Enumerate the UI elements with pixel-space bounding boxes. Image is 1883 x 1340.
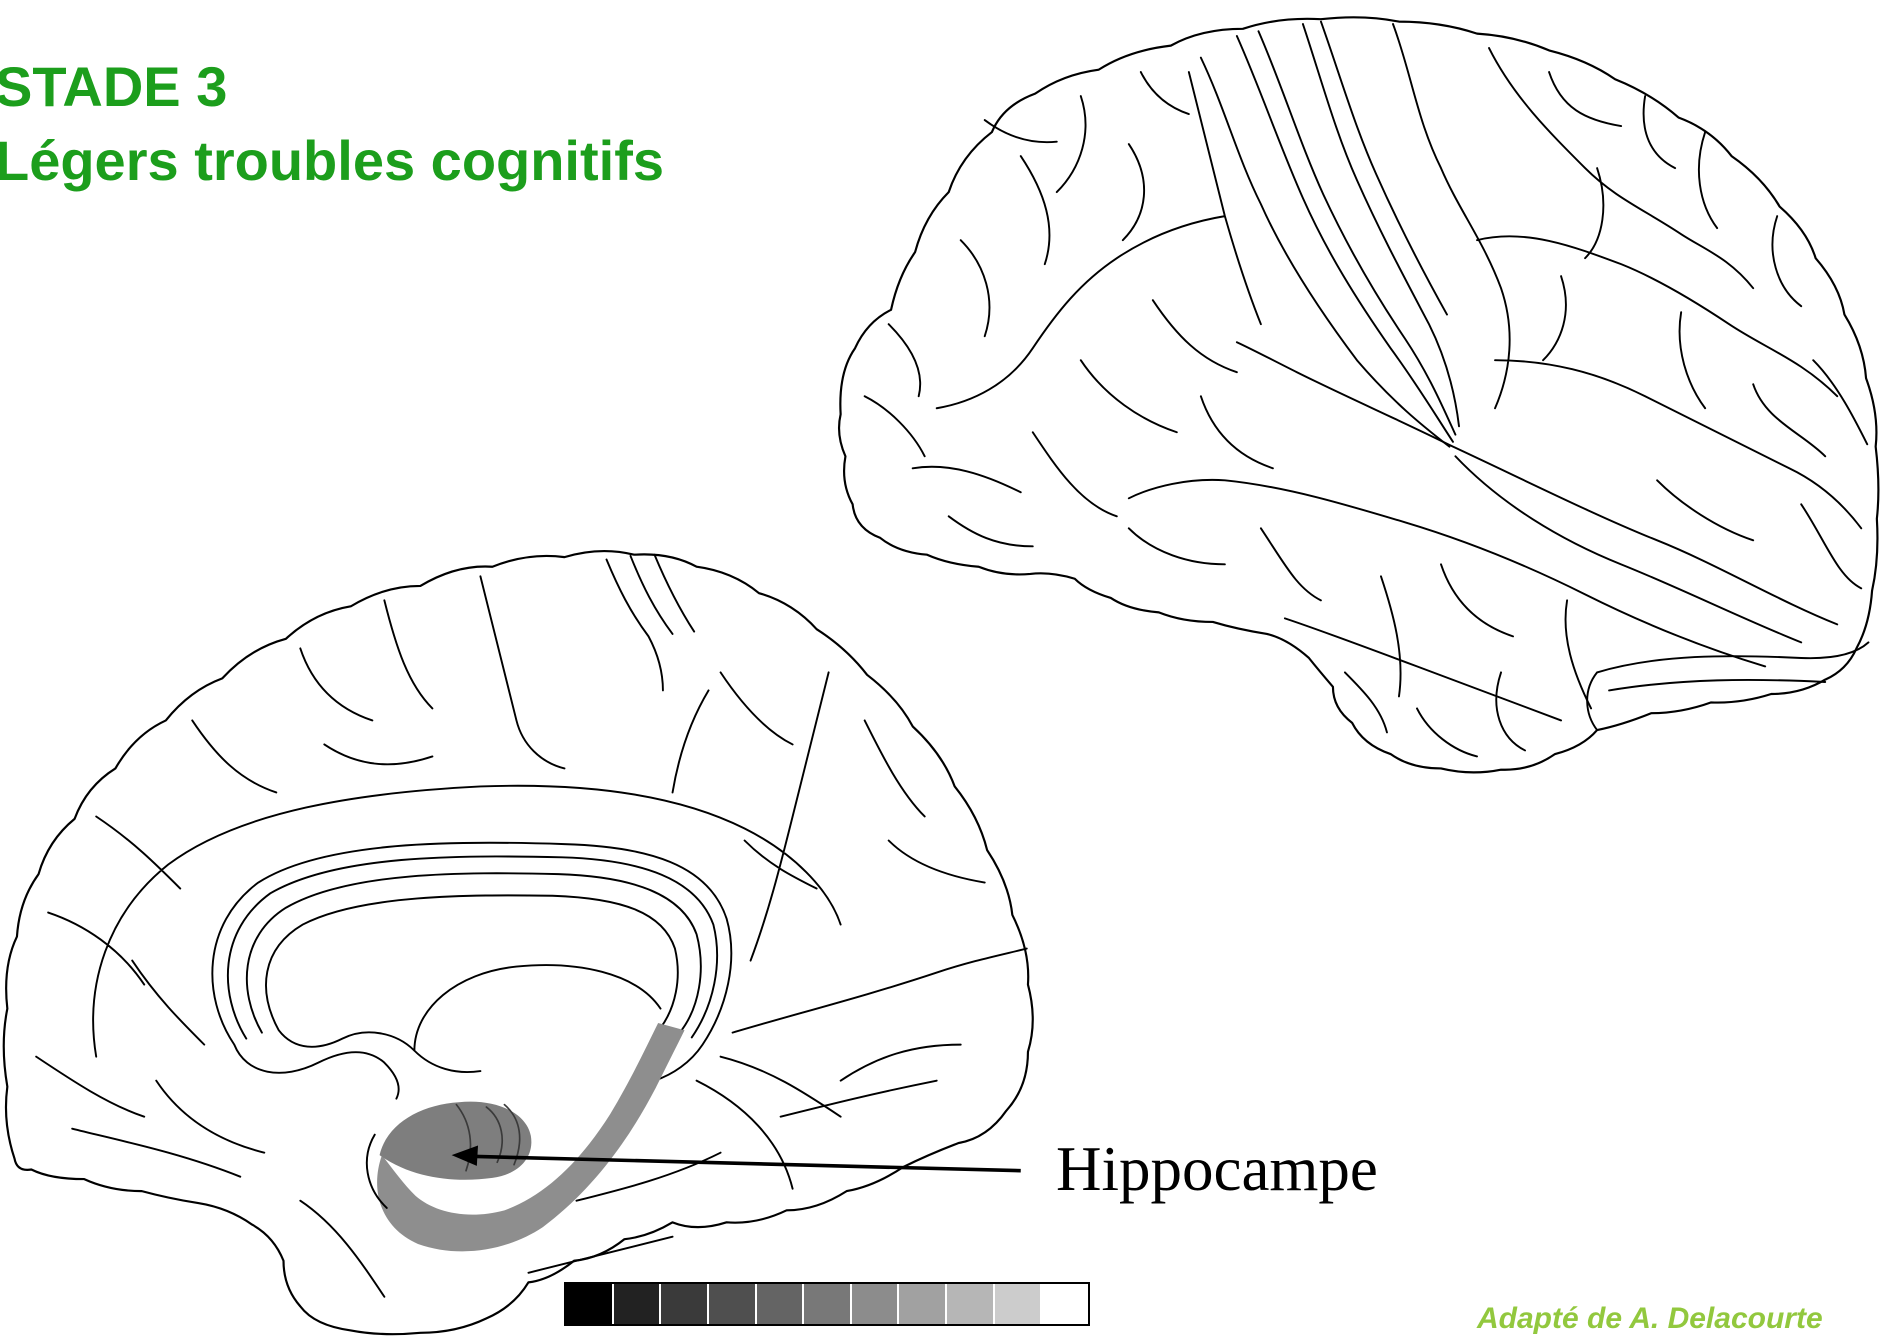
hippocampus-region	[367, 1023, 685, 1251]
colorbar-swatch	[757, 1284, 803, 1324]
frontal-sulci-lines	[1393, 24, 1867, 588]
colorbar-swatch	[1042, 1284, 1088, 1324]
arrow-shaft	[471, 1156, 1021, 1170]
colorbar-swatch	[995, 1284, 1041, 1324]
colorbar-swatch	[709, 1284, 755, 1324]
colorbar-swatch	[566, 1284, 612, 1324]
colorbar-swatch	[661, 1284, 707, 1324]
source-credit: Adapté de A. Delacourte	[1477, 1304, 1823, 1334]
orbital-surface-lines	[1587, 642, 1868, 730]
colorbar-swatch	[852, 1284, 898, 1324]
hippocampus-arrow	[452, 1145, 1021, 1170]
parietal-occipital-sulci-lines	[865, 72, 1273, 564]
medial-sulci-lines	[36, 555, 1027, 1297]
colorbar-swatch	[899, 1284, 945, 1324]
colorbar-swatch	[614, 1284, 660, 1324]
colorbar-swatch	[947, 1284, 993, 1324]
hippocampus-head	[380, 1102, 532, 1180]
stage-title: STADE 3	[0, 59, 227, 115]
temporal-sulci-lines	[1129, 342, 1837, 756]
central-region-gyri-lines	[1201, 22, 1459, 447]
hippocampus-label: Hippocampe	[1056, 1138, 1378, 1201]
stage-subtitle: Légers troubles cognitifs	[0, 133, 664, 189]
lateral-brain-view	[839, 17, 1878, 772]
colorbar-swatch	[804, 1284, 850, 1324]
medial-brain-view	[4, 551, 1033, 1334]
grayscale-legend-bar	[564, 1282, 1090, 1326]
